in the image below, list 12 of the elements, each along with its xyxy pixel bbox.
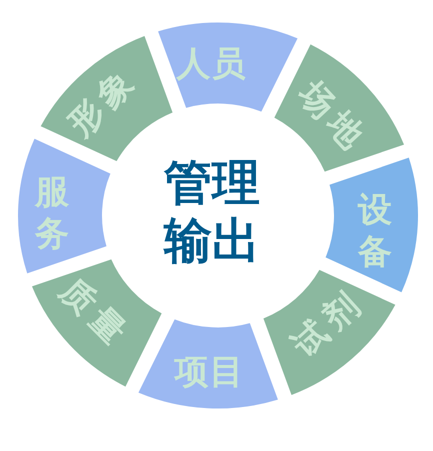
ring-segment	[31, 259, 162, 387]
segment-label: 场地	[290, 72, 374, 160]
segment-label: 设备	[357, 189, 393, 273]
title: 管理输出	[162, 154, 261, 270]
ring-segment	[263, 269, 396, 395]
ring-segment	[18, 138, 111, 274]
segment-label: 试剂	[284, 282, 370, 367]
ring-segment	[274, 44, 405, 172]
ring-segment	[138, 319, 278, 409]
ring-segment	[158, 22, 298, 112]
segment-label: 形象	[60, 62, 144, 146]
segment-label: 质量	[51, 269, 136, 354]
